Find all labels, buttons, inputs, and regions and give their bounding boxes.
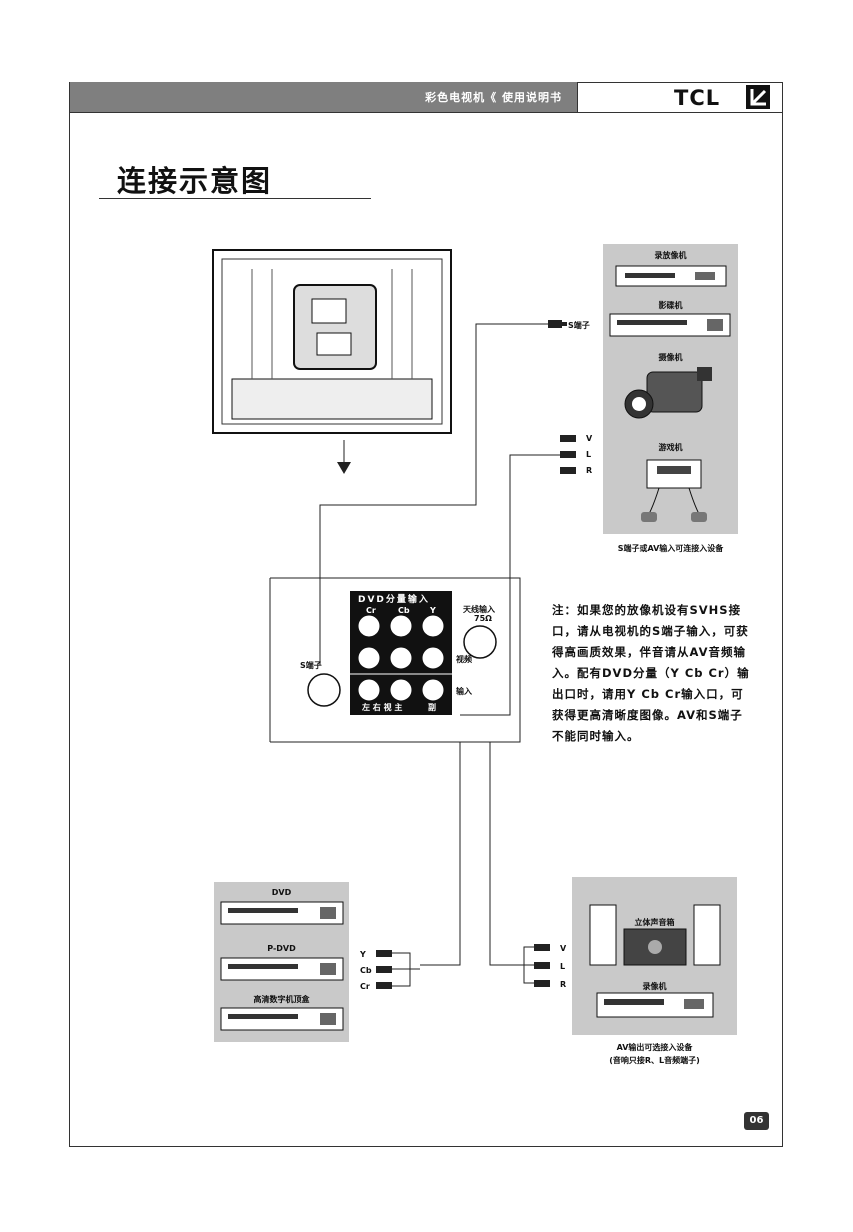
pdvd-player-icon [220, 957, 344, 981]
audio-plugs-icon [520, 944, 550, 987]
game-console-icon [641, 459, 707, 522]
s-terminal-jack-icon [307, 673, 341, 707]
device-label: 影碟机 [658, 301, 683, 310]
device-label: DVD [271, 888, 292, 897]
header-bar: 彩色电视机《 使用说明书 [70, 82, 578, 113]
cr-label: Cr [366, 606, 376, 615]
rca-plugs-icon [560, 435, 576, 474]
disc-player-icon [609, 313, 731, 337]
camcorder-icon [624, 367, 712, 419]
device-label: 游戏机 [658, 443, 683, 452]
device-label: 摄像机 [658, 353, 683, 362]
vcr-recorder-icon [596, 992, 714, 1018]
component-title: DVD分量输入 [358, 595, 430, 605]
device-label: 录像机 [642, 982, 667, 991]
antenna-label: 天线输入 [463, 605, 495, 614]
source-devices-caption: S端子或AV输入可连接入设备 [617, 544, 724, 553]
video-label: 视频 [456, 655, 472, 664]
audio-caption: AV输出可选接入设备 [616, 1043, 693, 1052]
audio-v-label: V [560, 944, 567, 953]
vcr-icon [615, 265, 727, 287]
set-top-box-icon [220, 1007, 344, 1031]
device-label: 立体声音箱 [634, 918, 675, 927]
s-terminal-label: S端子 [568, 321, 590, 330]
tv-rear-illustration [212, 249, 452, 434]
s-plug-icon [548, 320, 567, 328]
manual-title: 彩色电视机《 使用说明书 [425, 91, 562, 104]
audio-caption-note: (音响只接R、L音频端子) [609, 1056, 700, 1065]
y-label: Y [430, 606, 436, 615]
stereo-system-icon [589, 904, 721, 966]
ohm-label: 75Ω [474, 614, 492, 623]
source-devices-panel: 录放像机 影碟机 摄像机 游戏机 [603, 244, 738, 534]
audio-devices-panel: 立体声音箱 录像机 [572, 877, 737, 1035]
v-label: V [586, 434, 593, 443]
cr-plug-label: Cr [360, 982, 370, 991]
dvd-devices-panel: DVD P-DVD 高清数字机顶盒 [214, 882, 349, 1042]
dvd-player-icon [220, 901, 344, 925]
cb-plug-label: Cb [360, 966, 372, 975]
device-label: 高清数字机顶盒 [253, 995, 310, 1004]
brand-logo: TCL [674, 86, 721, 110]
antenna-jack-icon [463, 625, 497, 659]
device-label: 录放像机 [654, 251, 687, 260]
title-underline [99, 198, 371, 199]
brand-area: TCL [577, 82, 782, 113]
cb-label: Cb [398, 606, 410, 615]
device-label: P-DVD [267, 944, 296, 953]
brand-mark-icon [746, 85, 770, 109]
page-number: 06 [744, 1112, 769, 1130]
sub-label: 副 [428, 703, 436, 712]
audio-jack-labels: 左 右 视 主 [362, 703, 403, 712]
audio-l-label: L [560, 962, 566, 971]
connection-note: 注：如果您的放像机设有SVHS接口，请从电视机的S端子输入，可获得高画质效果，伴… [552, 603, 750, 743]
s-terminal-port-label: S端子 [300, 661, 322, 670]
y-plug-label: Y [360, 950, 366, 959]
page-title: 连接示意图 [117, 164, 273, 198]
jack-grid [350, 614, 452, 702]
ycbcr-plugs-icon [376, 950, 420, 989]
input-label: 输入 [456, 687, 472, 696]
l-label: L [586, 450, 592, 459]
r-label: R [586, 466, 593, 475]
audio-r-label: R [560, 980, 567, 989]
